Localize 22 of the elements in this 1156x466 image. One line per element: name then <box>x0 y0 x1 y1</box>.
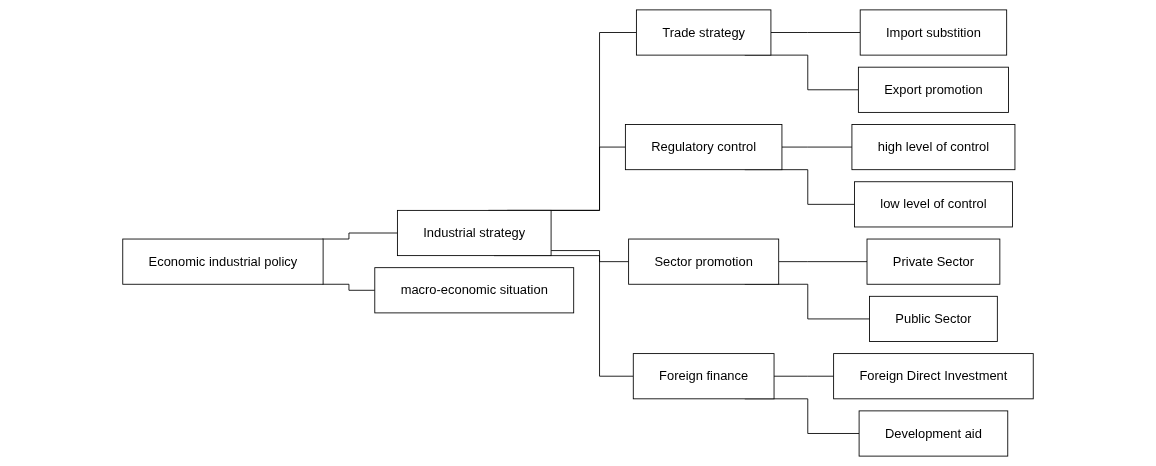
node-box: Import substition <box>859 9 1008 56</box>
node-box: macro-economic situation <box>374 267 575 314</box>
node-box: Private Sector <box>866 238 1001 285</box>
node-box: Export promotion <box>857 66 1009 113</box>
node-box: Development aid <box>858 410 1009 457</box>
node-box: Foreign finance <box>632 353 775 400</box>
connector <box>778 261 868 263</box>
connector <box>322 232 398 240</box>
node-box: Foreign Direct Investment <box>833 353 1034 400</box>
connector <box>550 250 630 263</box>
connector <box>773 375 835 377</box>
node-box: high level of control <box>851 124 1016 171</box>
connector <box>781 146 853 148</box>
node-box: low level of control <box>854 181 1013 228</box>
node-box: Trade strategy <box>635 9 772 56</box>
node-box: Industrial strategy <box>397 209 552 257</box>
node-box: Sector promotion <box>628 238 780 285</box>
connector <box>322 283 376 291</box>
connector <box>770 32 861 33</box>
node-box: Public Sector <box>869 295 998 342</box>
node-box: Economic industrial policy <box>122 238 324 285</box>
node-box: Regulatory control <box>624 124 783 171</box>
